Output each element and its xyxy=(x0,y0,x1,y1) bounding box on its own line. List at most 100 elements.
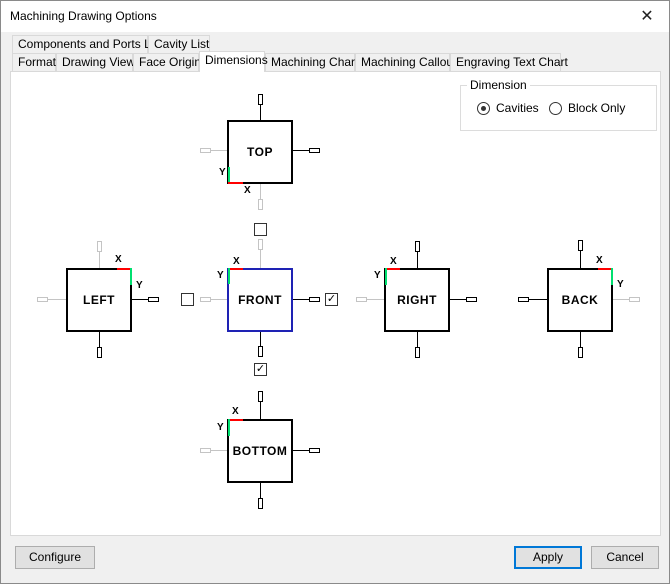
tab-label: Cavity List xyxy=(154,37,210,51)
connector-line xyxy=(99,252,100,268)
tab-dimensions[interactable]: Dimensions xyxy=(199,51,268,72)
right-port-right[interactable] xyxy=(466,297,477,302)
face-top-label: TOP xyxy=(247,145,273,159)
connector-line xyxy=(48,299,66,300)
bottom-port-top[interactable] xyxy=(258,391,263,402)
left-port-bottom[interactable] xyxy=(97,347,102,358)
x-axis-label: X xyxy=(232,406,239,417)
back-port-right[interactable] xyxy=(629,297,640,302)
tab-components-and-ports-list[interactable]: Components and Ports List xyxy=(12,35,163,53)
tab-label: Machining Callout xyxy=(361,55,457,69)
x-axis-line xyxy=(117,268,132,270)
title-bar: Machining Drawing Options ✕ xyxy=(1,1,669,32)
tab-label: Drawing View xyxy=(62,55,136,69)
tab-machining-chart[interactable]: Machining Chart xyxy=(265,53,358,71)
apply-button[interactable]: Apply xyxy=(514,546,582,569)
dimension-group-label: Dimension xyxy=(467,78,530,92)
bottom-port-left[interactable] xyxy=(200,448,211,453)
connector-line xyxy=(260,184,261,199)
left-port-top[interactable] xyxy=(97,241,102,252)
tab-engraving-text-chart[interactable]: Engraving Text Chart xyxy=(450,53,568,71)
x-axis-line xyxy=(228,182,243,184)
x-axis-label: X xyxy=(244,185,251,196)
checkbox-front-bottom[interactable]: ✓ xyxy=(254,363,267,376)
check-mark-icon: ✓ xyxy=(326,293,337,305)
connector-line xyxy=(211,150,227,151)
x-axis-line xyxy=(385,268,400,270)
y-axis-line xyxy=(228,167,230,184)
left-port-right[interactable] xyxy=(148,297,159,302)
face-bottom-label: BOTTOM xyxy=(232,444,288,458)
radio-cavities[interactable]: Cavities xyxy=(477,101,539,115)
checkbox-front-right[interactable]: ✓ xyxy=(325,293,338,306)
connector-line xyxy=(293,299,309,300)
face-right[interactable]: RIGHT xyxy=(384,268,450,332)
connector-line xyxy=(580,251,581,268)
connector-line xyxy=(417,332,418,347)
connector-line xyxy=(450,299,466,300)
tab-label: Components and Ports List xyxy=(18,37,163,51)
connector-line xyxy=(211,299,227,300)
face-back-label: BACK xyxy=(561,293,599,307)
connector-line xyxy=(99,332,100,347)
y-axis-label: Y xyxy=(219,167,226,178)
tab-label: Format xyxy=(18,55,57,69)
back-port-left[interactable] xyxy=(518,297,529,302)
bottom-port-right[interactable] xyxy=(309,448,320,453)
y-axis-label: Y xyxy=(136,280,143,291)
connector-line xyxy=(211,450,227,451)
face-front[interactable]: FRONT xyxy=(227,268,293,332)
x-axis-label: X xyxy=(233,256,240,267)
close-icon[interactable]: ✕ xyxy=(640,8,654,25)
front-port-bottom[interactable] xyxy=(258,346,263,357)
right-port-bottom[interactable] xyxy=(415,347,420,358)
connector-line xyxy=(417,252,418,268)
tab-face-origin[interactable]: Face Origin xyxy=(133,53,201,71)
window-title: Machining Drawing Options xyxy=(10,9,157,23)
front-port-left[interactable] xyxy=(200,297,211,302)
checkbox-front-top[interactable] xyxy=(254,223,267,236)
check-mark-icon: ✓ xyxy=(255,363,266,375)
tab-machining-callout[interactable]: Machining Callout xyxy=(355,53,456,71)
tab-drawing-view[interactable]: Drawing View xyxy=(56,53,136,71)
front-port-top[interactable] xyxy=(258,239,263,250)
x-axis-label: X xyxy=(115,254,122,265)
top-port-right[interactable] xyxy=(309,148,320,153)
right-port-top[interactable] xyxy=(415,241,420,252)
face-left[interactable]: LEFT xyxy=(66,268,132,332)
back-port-top[interactable] xyxy=(578,240,583,251)
bottom-port-bottom[interactable] xyxy=(258,498,263,509)
x-axis-line xyxy=(228,419,243,421)
x-axis-line xyxy=(598,268,613,270)
radio-label: Cavities xyxy=(496,101,539,115)
left-port-left[interactable] xyxy=(37,297,48,302)
tab-cavity-list[interactable]: Cavity List xyxy=(148,35,210,53)
connector-line xyxy=(529,299,547,300)
face-back[interactable]: BACK xyxy=(547,268,613,332)
connector-line xyxy=(260,105,261,120)
front-port-right[interactable] xyxy=(309,297,320,302)
connector-line xyxy=(580,332,581,347)
back-port-bottom[interactable] xyxy=(578,347,583,358)
checkbox-front-left[interactable] xyxy=(181,293,194,306)
radio-label: Block Only xyxy=(568,101,626,115)
connector-line xyxy=(260,250,261,268)
radio-block-only[interactable]: Block Only xyxy=(549,101,625,115)
y-axis-label: Y xyxy=(617,279,624,290)
face-left-label: LEFT xyxy=(83,293,115,307)
top-port-left[interactable] xyxy=(200,148,211,153)
top-port-bottom[interactable] xyxy=(258,199,263,210)
top-port-top[interactable] xyxy=(258,94,263,105)
face-top[interactable]: TOP xyxy=(227,120,293,184)
right-port-left[interactable] xyxy=(356,297,367,302)
y-axis-label: Y xyxy=(217,270,224,281)
x-axis-line xyxy=(228,268,243,270)
y-axis-line xyxy=(228,268,230,284)
configure-button[interactable]: Configure xyxy=(15,546,95,569)
face-bottom[interactable]: BOTTOM xyxy=(227,419,293,483)
radio-unselected-icon xyxy=(549,101,562,115)
cancel-button[interactable]: Cancel xyxy=(591,546,659,569)
tab-format[interactable]: Format xyxy=(12,53,56,71)
y-axis-line xyxy=(385,268,387,285)
